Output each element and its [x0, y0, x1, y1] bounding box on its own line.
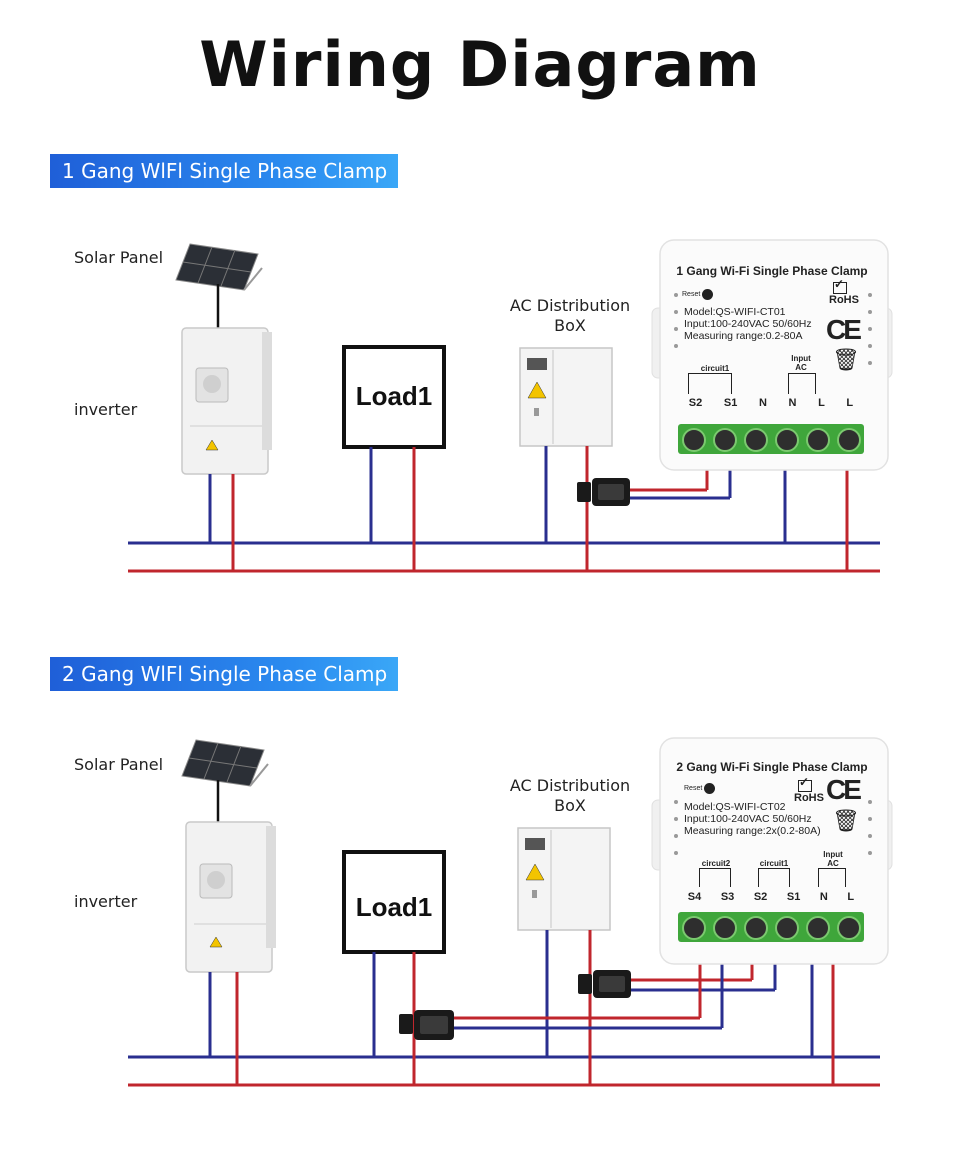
device-input: Input:100-240VAC 50/60Hz [684, 813, 812, 825]
ce-mark: CE [826, 774, 862, 805]
terminal-screw-icon [681, 916, 706, 940]
terminal-screw-icon [712, 916, 737, 940]
solar-panel-icon [181, 739, 269, 787]
circuit2-label: circuit2 [701, 859, 731, 868]
device-title: 1 Gang Wi-Fi Single Phase Clamp [676, 264, 868, 278]
current-clamp-icon [577, 478, 630, 506]
terminal-labels: S4 S3 S2 S1 N L [678, 891, 864, 903]
current-clamp-icon [578, 970, 631, 998]
section-badge: 1 Gang WlFl Single Phase Clamp [50, 154, 398, 188]
terminal-screw-icon [774, 428, 799, 452]
terminal-screw-icon [805, 428, 830, 452]
reset-label: Reset [684, 785, 703, 792]
input-ac-bracket [818, 868, 846, 887]
device-model: Model:QS-WIFI-CT02 [684, 801, 786, 813]
load-box [342, 850, 446, 954]
ce-mark: CE [826, 314, 862, 345]
distribution-box-label: AC Distribution [509, 296, 631, 315]
solar-panel-icon [175, 243, 263, 291]
terminal-screw-icon [774, 916, 799, 940]
terminal-screw-icon [743, 916, 768, 940]
terminal-label: S2 [753, 891, 768, 903]
device-range: Measuring range:2x(0.2-80A) [684, 825, 821, 837]
terminal-label: S2 [688, 397, 703, 409]
reset-button[interactable] [704, 783, 715, 794]
reset-label: Reset [682, 291, 701, 298]
section-2-gang: 2 Gang WlFl Single Phase Clamp Solar Pan… [0, 652, 960, 1152]
input-ac-label: Input AC [791, 354, 811, 372]
inverter-icon [181, 327, 272, 475]
page-title: Wiring Diagram [199, 28, 761, 101]
terminal-label: L [847, 891, 855, 903]
terminal-screw-icon [836, 428, 861, 452]
inverter-label: inverter [74, 400, 138, 419]
wiring-diagram-1 [128, 239, 893, 573]
section-1-gang: 1 Gang WlFl Single Phase Clamp Solar Pan… [0, 150, 960, 650]
load-box [342, 345, 446, 449]
input-ac-label: Input AC [823, 850, 843, 868]
circuit1-bracket [688, 373, 732, 394]
check-icon: ✓ [833, 277, 847, 294]
distribution-box-label: AC Distribution [509, 776, 631, 795]
circuit2-bracket [699, 868, 731, 887]
distribution-box-icon [519, 347, 613, 447]
device-model: Model:QS-WIFI-CT01 [684, 306, 786, 318]
device-title: 2 Gang Wi-Fi Single Phase Clamp [676, 760, 868, 774]
terminal-label: N [788, 397, 797, 409]
device-specs: Model:QS-WIFI-CT01 Input:100-240VAC 50/6… [684, 306, 812, 342]
input-ac-bracket [788, 373, 816, 394]
section-badge: 2 Gang WlFl Single Phase Clamp [50, 657, 398, 691]
solar-panel-label: Solar Panel [74, 755, 164, 774]
wiring-diagram-2 [128, 737, 893, 1087]
terminal-labels: S2 S1 N N L L [678, 397, 864, 409]
terminal-label: N [819, 891, 828, 903]
weee-bin-icon: 🗑 [832, 809, 860, 834]
distribution-box-label-2: BoX [554, 316, 586, 335]
device-input: Input:100-240VAC 50/60Hz [684, 318, 812, 330]
circuit1-label: circuit1 [700, 364, 730, 373]
terminal-screw-icon [836, 916, 861, 940]
terminal-label: S3 [720, 891, 735, 903]
reset-button[interactable] [702, 289, 713, 300]
current-clamp-icon [399, 1010, 454, 1040]
load-label: Load1 [355, 892, 433, 922]
terminal-screws [678, 428, 864, 452]
terminal-label: L [818, 397, 825, 409]
check-icon: ✓ [798, 775, 812, 792]
terminal-label: N [758, 397, 767, 409]
inverter-label: inverter [74, 892, 138, 911]
device-range: Measuring range:0.2-80A [684, 330, 803, 342]
terminal-screw-icon [712, 428, 737, 452]
terminal-label: S1 [786, 891, 801, 903]
rohs-label: RoHS [829, 294, 859, 306]
circuit1-label: circuit1 [759, 859, 789, 868]
terminal-label: S1 [723, 397, 738, 409]
terminal-screw-icon [743, 428, 768, 452]
terminal-screw-icon [805, 916, 830, 940]
terminal-screw-icon [681, 428, 706, 452]
rohs-mark: ✓ RoHS [829, 277, 859, 306]
circuit1-bracket [758, 868, 790, 887]
load-label: Load1 [355, 381, 433, 411]
rohs-label: RoHS [794, 792, 824, 804]
distribution-box-icon [517, 827, 611, 931]
device-specs: Model:QS-WIFI-CT02 Input:100-240VAC 50/6… [684, 801, 821, 837]
terminal-label: L [846, 397, 854, 409]
solar-panel-label: Solar Panel [74, 248, 164, 267]
terminal-label: S4 [687, 891, 702, 903]
weee-bin-icon: 🗑 [832, 348, 860, 373]
rohs-mark: ✓ RoHS [794, 775, 824, 804]
distribution-box-label-2: BoX [554, 796, 586, 815]
inverter-icon [185, 821, 276, 973]
terminal-screws [678, 916, 864, 940]
